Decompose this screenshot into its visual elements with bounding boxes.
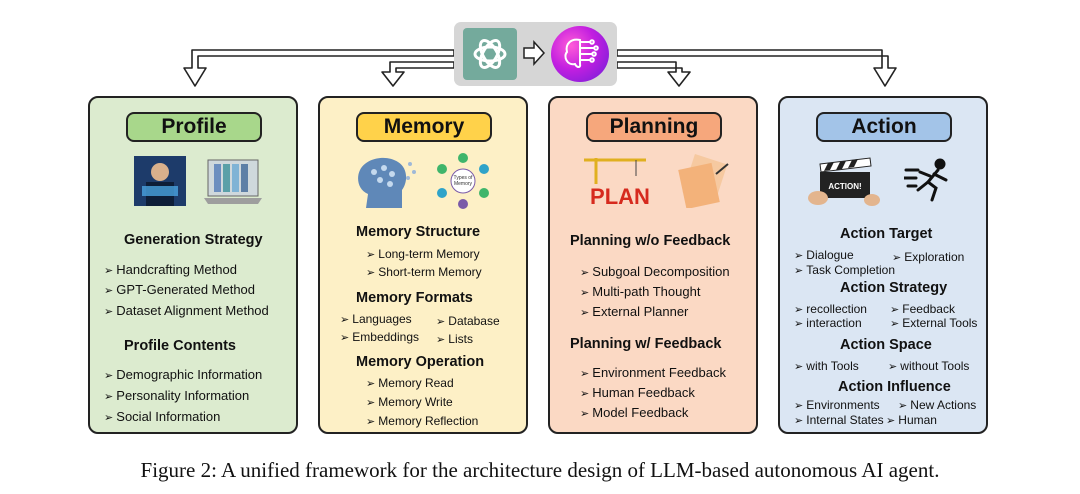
section-heading: Planning w/o Feedback (570, 233, 731, 249)
list-item: Subgoal Decomposition (580, 264, 729, 279)
connector-arrows (183, 49, 897, 87)
list-item: recollection (794, 302, 867, 316)
section-heading: Action Space (840, 337, 932, 353)
list-item: Personality Information (104, 388, 249, 403)
clapperboard-image: ACTION! (808, 157, 880, 206)
figure-caption: Figure 2: A unified framework for the ar… (140, 458, 940, 482)
memory-title: Memory (356, 112, 492, 142)
list-item: Human Feedback (580, 385, 695, 400)
list-item: External Tools (890, 316, 977, 330)
list-item: Lists (436, 332, 473, 346)
list-item: New Actions (898, 398, 976, 412)
plan-crane-image: PLAN (584, 158, 650, 209)
list-item: Languages (340, 312, 411, 326)
list-item: External Planner (580, 304, 688, 319)
section-heading: Action Target (840, 226, 933, 242)
section-heading: Planning w/ Feedback (570, 336, 722, 352)
list-item: Embeddings (340, 330, 419, 344)
action-title: Action (816, 112, 952, 142)
list-item: Memory Reflection (366, 414, 478, 428)
list-item: Task Completion (794, 263, 895, 277)
arrow-to-action (616, 49, 897, 87)
list-item: Internal States (794, 413, 883, 427)
memory-panel: Memory Types of Memory Memory Structure … (318, 96, 528, 434)
list-item: Social Information (104, 409, 220, 424)
paper-plan-image (678, 154, 729, 208)
list-item: GPT-Generated Method (104, 282, 255, 297)
planning-title: Planning (586, 112, 722, 142)
profile-panel: Profile Generation Strategy Handcrafting… (88, 96, 298, 434)
list-item: Handcrafting Method (104, 262, 237, 277)
list-item: Memory Write (366, 395, 452, 409)
arrow-right-icon (523, 40, 546, 66)
section-heading: Profile Contents (124, 338, 236, 354)
list-item: Environments (794, 398, 879, 412)
list-item: Dialogue (794, 248, 853, 262)
action-image-label: ACTION! (828, 182, 861, 191)
list-item: Database (436, 314, 499, 328)
list-item: Environment Feedback (580, 365, 726, 380)
arrow-to-memory (381, 61, 455, 87)
types-of-memory-diagram: Types of Memory (437, 153, 489, 209)
list-item: Memory Read (366, 376, 453, 390)
openai-logo-icon (463, 28, 517, 80)
list-item: Feedback (890, 302, 955, 316)
list-item: Dataset Alignment Method (104, 303, 268, 318)
list-item: Model Feedback (580, 405, 688, 420)
person-with-tablet-image (134, 156, 186, 206)
list-item: Demographic Information (104, 367, 262, 382)
list-item: Exploration (892, 250, 964, 264)
plan-image-label: PLAN (590, 184, 650, 209)
head-brain-image (358, 157, 416, 208)
list-item: Human (886, 413, 937, 427)
running-person-icon (904, 158, 948, 202)
section-heading: Generation Strategy (124, 232, 263, 248)
list-item: interaction (794, 316, 861, 330)
section-heading: Action Influence (838, 379, 951, 395)
list-item: with Tools (794, 359, 858, 373)
planning-panel: Planning PLAN Planning w/o Feedback Subg… (548, 96, 758, 434)
list-item: Long-term Memory (366, 247, 479, 261)
ai-brain-logo-icon (551, 26, 609, 82)
action-panel: Action ACTION! Action Target Dialogue Ex… (778, 96, 988, 434)
section-heading: Memory Operation (356, 354, 485, 370)
list-item: Short-term Memory (366, 265, 481, 279)
profile-title: Profile (126, 112, 262, 142)
section-heading: Action Strategy (840, 280, 948, 296)
arrow-to-profile (183, 49, 455, 87)
list-item: Multi-path Thought (580, 284, 700, 299)
arrow-to-planning (616, 61, 691, 87)
types-of-memory-label-1: Types of (454, 175, 474, 181)
section-heading: Memory Structure (356, 224, 481, 240)
section-heading: Memory Formats (356, 290, 473, 306)
laptop-folders-image (204, 159, 262, 204)
list-item: without Tools (888, 359, 969, 373)
types-of-memory-label-2: Memory (454, 181, 473, 187)
